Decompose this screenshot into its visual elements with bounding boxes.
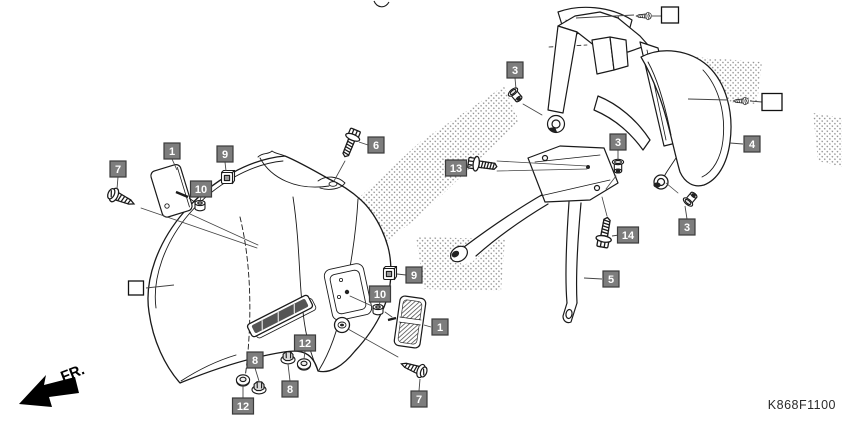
callout-1[interactable]: 1 — [163, 142, 181, 160]
callout-label: 3 — [615, 137, 621, 149]
callout-label: 6 — [373, 140, 379, 152]
leader-line — [687, 98, 729, 101]
leader-line — [575, 14, 635, 19]
callout-13[interactable]: 13 — [444, 159, 468, 177]
callout-8[interactable]: 8 — [246, 351, 264, 369]
callout-label: 12 — [237, 401, 249, 413]
callout-label: 12 — [299, 338, 311, 350]
leader-line — [418, 378, 421, 392]
bolt-6 — [337, 126, 364, 160]
callout-7[interactable]: 7 — [109, 160, 127, 178]
leader-line — [358, 141, 369, 146]
callout-12[interactable]: 12 — [293, 334, 317, 352]
reflector-drawing — [387, 295, 427, 349]
leader-line — [684, 205, 688, 220]
callout-label: 14 — [622, 230, 635, 242]
callout-12[interactable]: 12 — [231, 397, 255, 415]
clip-9-left — [220, 169, 236, 185]
collar-3-c — [681, 189, 700, 209]
callout-1[interactable]: 1 — [431, 318, 449, 336]
callout-label: 3 — [512, 65, 518, 77]
callout-label: 8 — [252, 355, 258, 367]
callout-label: 10 — [374, 289, 386, 301]
ref-box[interactable] — [127, 280, 145, 296]
callout-label: 9 — [222, 149, 228, 161]
front-fender-drawing — [147, 150, 392, 384]
leader-line — [465, 164, 474, 169]
mount-plate-drawing — [150, 164, 197, 218]
callout-3[interactable]: 3 — [506, 61, 524, 79]
hidden-edge-dashed-line — [239, 216, 251, 379]
stay-drawing — [450, 145, 619, 324]
leader-line — [514, 77, 517, 90]
callout-label: 9 — [411, 270, 417, 282]
leader-line — [423, 324, 432, 328]
callout-6[interactable]: 6 — [367, 136, 385, 154]
callout-14[interactable]: 14 — [616, 226, 640, 244]
callout-label: 13 — [450, 163, 462, 175]
callout-10[interactable]: 10 — [368, 285, 392, 303]
callout-label: 7 — [115, 164, 121, 176]
clip-9-right — [382, 265, 398, 281]
callout-7[interactable]: 7 — [410, 390, 428, 408]
callout-3[interactable]: 3 — [678, 218, 696, 236]
callout-4[interactable]: 4 — [743, 135, 761, 153]
screw-ref-top — [635, 11, 652, 21]
washer-12-left — [235, 374, 251, 387]
bolt-13 — [466, 154, 499, 175]
callout-3[interactable]: 3 — [609, 133, 627, 151]
callout-10[interactable]: 10 — [189, 180, 213, 198]
callout-5[interactable]: 5 — [602, 270, 620, 288]
leader-lines — [116, 14, 763, 398]
diagram-code: K868F1100 — [768, 398, 836, 412]
bolt-8-left — [251, 381, 267, 395]
screw-7-left — [104, 185, 138, 212]
leader-line — [224, 161, 227, 172]
callout-label: 1 — [437, 322, 443, 334]
fr-direction-arrow: FR. — [19, 361, 87, 407]
callout-label: 5 — [608, 274, 614, 286]
callout-9[interactable]: 9 — [216, 145, 234, 163]
callout-label: 10 — [195, 184, 207, 196]
reference-boxes — [127, 6, 783, 296]
collar-3-b — [611, 158, 625, 174]
inner-fender-drawing — [593, 50, 732, 190]
leader-line — [396, 273, 407, 276]
bolt-14 — [594, 215, 616, 250]
leader-line — [583, 277, 603, 280]
callouts: 7 1 9 10 6 13 3 3 4 3 14 5 9 10 1 12 8 8 12 7 — [109, 61, 761, 415]
nut-10-right — [372, 303, 384, 316]
leader-line — [287, 363, 291, 382]
brand-emblem — [246, 294, 317, 339]
callout-9[interactable]: 9 — [405, 266, 423, 284]
projection-lines — [140, 103, 679, 358]
callout-label: 8 — [287, 384, 293, 396]
leader-line — [749, 100, 763, 103]
leader-line — [254, 367, 260, 382]
nut-10-left — [194, 199, 206, 212]
leader-line — [171, 158, 178, 171]
leader-line — [729, 142, 744, 145]
ref-box[interactable] — [660, 6, 680, 24]
washer-12-right — [296, 358, 312, 371]
callout-label: 1 — [169, 146, 175, 158]
callout-8[interactable]: 8 — [281, 380, 299, 398]
fr-label: FR. — [58, 361, 87, 386]
callout-label: 7 — [416, 394, 422, 406]
leader-line — [116, 176, 119, 190]
leader-line — [199, 196, 202, 202]
leader-line — [378, 301, 381, 307]
screw-7-right — [398, 356, 430, 381]
cropped-part-arc — [373, 0, 390, 8]
ref-box[interactable] — [761, 92, 783, 112]
bolt-8-right — [280, 351, 296, 365]
leader-line — [145, 284, 175, 289]
callout-label: 4 — [749, 139, 756, 151]
leader-line — [303, 350, 306, 360]
callout-label: 3 — [684, 222, 690, 234]
